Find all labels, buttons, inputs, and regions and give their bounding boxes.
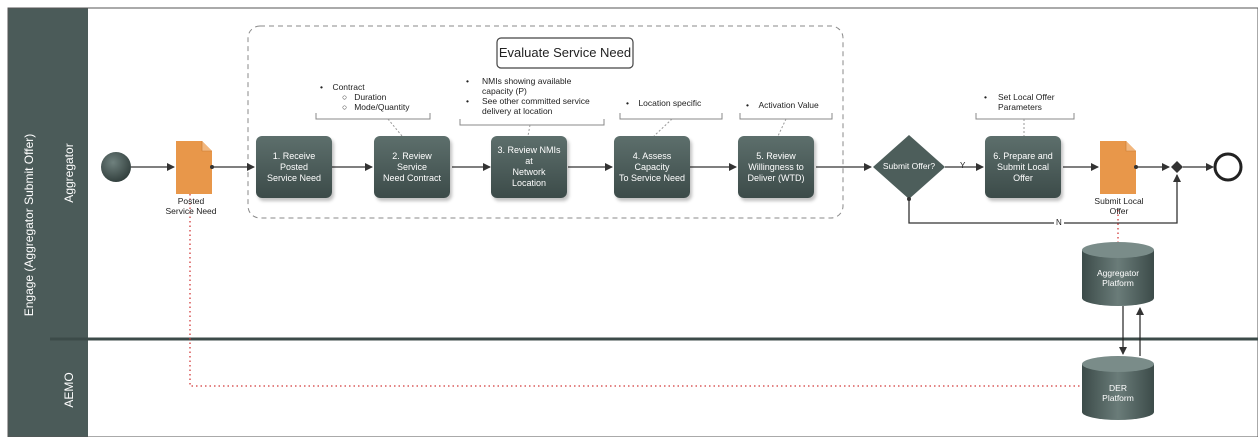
gateway-label: Submit Offer?	[882, 161, 936, 171]
pool-label-bar	[8, 8, 50, 437]
pool-border	[7, 7, 1258, 437]
annotation-contract: • Contract ○ Duration ○ Mode/Quantity	[320, 82, 410, 112]
end-event	[1213, 152, 1243, 182]
gateway-yes-label: Y	[960, 161, 966, 170]
datastore-der-platform	[1082, 356, 1154, 420]
posted-service-need-label: Posted Service Need	[165, 196, 217, 216]
annotation-nmis: •NMIs showing available capacity (P) •Se…	[466, 76, 590, 116]
group-title-box	[496, 37, 634, 69]
task-prepare-submit-local-offer[interactable]: 6. Prepare and Submit Local Offer	[985, 136, 1061, 198]
task-review-service-need-contract[interactable]: 2. Review Service Need Contract	[374, 136, 450, 198]
der-platform-label: DER Platform	[1102, 383, 1134, 403]
annotation-local-offer: •Set Local Offer Parameters	[984, 92, 1055, 112]
aggregator-platform-label: Aggregator Platform	[1096, 268, 1140, 288]
task-review-nmis-at-network-location[interactable]: 3. Review NMIs at Network Location	[491, 136, 567, 198]
annotation-activation: • Activation Value	[746, 100, 819, 110]
annotation-location: • Location specific	[626, 98, 702, 108]
gateway-no-label: N	[1054, 218, 1064, 227]
merge-junction	[1171, 161, 1183, 173]
task-review-willingness-to-deliver[interactable]: 5. Review Willingness to Deliver (WTD)	[738, 136, 814, 198]
lane-aemo-bar	[50, 340, 88, 437]
task-receive-posted-service-need[interactable]: 1. Receive Posted Service Need	[256, 136, 332, 198]
group-title: Evaluate Service Need	[498, 45, 632, 60]
gateway-submit-offer	[873, 135, 945, 199]
group-evaluate-service-need	[247, 25, 844, 219]
start-event	[101, 152, 131, 182]
document-submit-local-offer	[1100, 141, 1136, 194]
task-assess-capacity[interactable]: 4. Assess Capacity To Service Need	[614, 136, 690, 198]
submit-local-offer-label: Submit Local Offer	[1094, 196, 1144, 216]
lane-aggregator-bar	[50, 8, 88, 338]
document-posted-service-need	[176, 141, 212, 194]
datastore-aggregator-platform	[1082, 242, 1154, 306]
